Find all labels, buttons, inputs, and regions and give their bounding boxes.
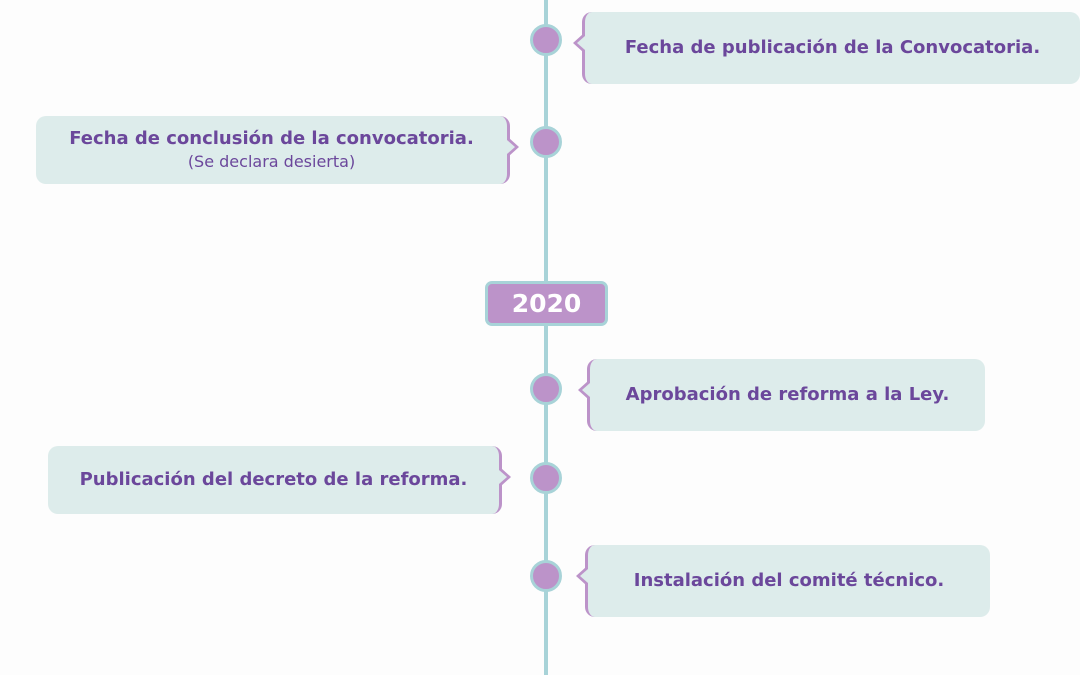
event-subtitle: (Se declara desierta) (187, 152, 356, 171)
event-title: Publicación del decreto de la reforma. (79, 469, 468, 490)
event-card-publicacion-decreto: Publicación del decreto de la reforma. (48, 446, 511, 514)
event-card-conclusion-convocatoria: Fecha de conclusión de la convocatoria. … (36, 116, 519, 184)
event-title: Fecha de conclusión de la convocatoria. (69, 128, 474, 149)
timeline-dot (530, 462, 562, 494)
year-marker: 2020 (485, 281, 608, 326)
event-title: Aprobación de reforma a la Ley. (625, 384, 950, 405)
event-card-aprobacion-reforma: Aprobación de reforma a la Ley. (578, 359, 985, 431)
event-title: Instalación del comité técnico. (633, 570, 945, 591)
timeline-dot (530, 126, 562, 158)
event-title: Fecha de publicación de la Convocatoria. (624, 37, 1041, 58)
timeline-dot (530, 373, 562, 405)
timeline-axis (544, 0, 548, 675)
event-card-publicacion-convocatoria: Fecha de publicación de la Convocatoria. (573, 12, 1080, 84)
timeline-dot (530, 560, 562, 592)
event-card-instalacion-comite: Instalación del comité técnico. (576, 545, 990, 617)
timeline-dot (530, 24, 562, 56)
